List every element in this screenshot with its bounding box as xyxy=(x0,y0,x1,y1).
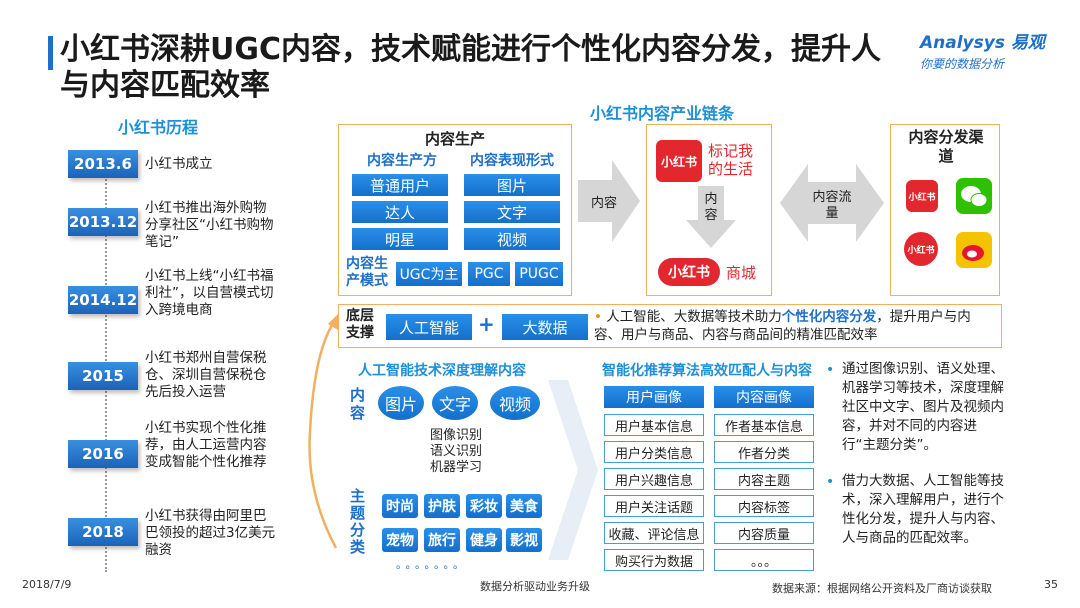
content-label: 内容 xyxy=(350,386,366,422)
mode-item: PGC xyxy=(468,262,510,286)
timeline-year: 2013.12 xyxy=(68,208,138,236)
timeline-text: 小红书推出海外购物分享社区“小红书购物笔记” xyxy=(145,200,274,250)
plus-sign: + xyxy=(478,312,495,336)
topic-tag: 时尚 xyxy=(382,494,418,518)
topic-label: 主题分类 xyxy=(350,487,366,556)
content-profile-head: 内容画像 xyxy=(714,386,814,408)
chevron-right-icon xyxy=(548,380,598,560)
arrow1-label: 内容 xyxy=(590,196,617,211)
producer-item: 达人 xyxy=(352,201,448,223)
analysys-logo: Analysys 易观 你要的数据分析 xyxy=(920,28,1060,72)
timeline-text: 小红书成立 xyxy=(145,156,213,172)
timeline-text: 小红书实现个性化推荐，由人工运营内容变成智能个性化推荐 xyxy=(145,420,267,470)
timeline-text: 小红书上线“小红书福利社”，以自营模式切入跨境电商 xyxy=(145,268,274,318)
title-accent-bar xyxy=(48,36,53,70)
topic-tag: 护肤 xyxy=(424,494,460,518)
tech-item: 语义识别 xyxy=(430,444,483,459)
footer-date: 2018/7/9 xyxy=(22,578,72,591)
mode-label: 内容生产模式 xyxy=(346,256,388,289)
timeline-year: 2013.6 xyxy=(68,150,138,178)
content-type: 文字 xyxy=(432,386,478,420)
timeline-text: 小红书获得由阿里巴巴领投的超过3亿美元融资 xyxy=(145,508,276,558)
user-profile-row: 用户关注话题 xyxy=(604,495,704,517)
mode-item: UGC为主 xyxy=(396,262,462,286)
tech-item: 机器学习 xyxy=(430,460,483,475)
xhs-app-icon-round: 小红书 xyxy=(904,232,938,266)
content-profile-row: 作者分类 xyxy=(714,441,814,463)
content-profile-row: 内容质量 xyxy=(714,522,814,544)
ai-button: 人工智能 xyxy=(386,314,472,340)
topic-tag: 健身 xyxy=(466,528,502,552)
forms-head: 内容表现形式 xyxy=(470,153,554,169)
timeline-year: 2015 xyxy=(68,362,138,390)
weibo-icon xyxy=(956,232,992,268)
wechat-icon xyxy=(956,178,992,214)
form-item: 视频 xyxy=(464,228,560,250)
bullet-text: 通过图像识别、语义处理、机器学习等技术，深度理解社区中文字、图片及视频内容，并对… xyxy=(842,361,1004,453)
content-type: 视频 xyxy=(490,386,540,420)
mall-label: 商城 xyxy=(726,264,757,282)
rec-section-title: 智能化推荐算法高效匹配人与内容 xyxy=(602,363,812,379)
base-text-highlight: 个性化内容分发 xyxy=(781,309,877,325)
curved-arrow-icon xyxy=(308,314,338,549)
right-arrow-icon xyxy=(578,160,640,242)
base-label: 底层支撑 xyxy=(346,308,374,341)
base-text: • 人工智能、大数据等技术助力个性化内容分发，提升用户与内容、用户与商品、内容与… xyxy=(594,309,971,343)
content-profile-row: 内容标签 xyxy=(714,495,814,517)
user-profile-row: 购买行为数据 xyxy=(604,549,704,571)
history-title: 小红书历程 xyxy=(118,118,199,137)
content-profile-row: 内容主题 xyxy=(714,468,814,490)
topic-tag: 影视 xyxy=(506,528,542,552)
bigdata-button: 大数据 xyxy=(502,314,588,340)
tech-item: 图像识别 xyxy=(430,428,483,443)
production-title: 内容生产 xyxy=(424,130,485,148)
bullet-dot: • xyxy=(826,362,835,378)
timeline-year: 2018 xyxy=(68,518,138,546)
base-text-2: ，提升用户与内容、用户与商品、内容与商品间的精准匹配效率 xyxy=(594,309,971,343)
producer-item: 明星 xyxy=(352,228,448,250)
arrow2-label: 内容流量 xyxy=(812,190,852,221)
user-profile-row: 用户分类信息 xyxy=(604,441,704,463)
content-profile-row: 。。。 xyxy=(714,549,814,571)
chain-title: 小红书内容产业链条 xyxy=(590,104,735,123)
form-item: 图片 xyxy=(464,174,560,196)
xhs-app-icon: 小红书 xyxy=(906,180,938,212)
topic-tag: 宠物 xyxy=(382,528,418,552)
content-profile-row: 作者基本信息 xyxy=(714,414,814,436)
bullet-dot: • xyxy=(826,474,835,490)
topic-dots: 。。。。。。。 xyxy=(396,558,468,571)
user-profile-row: 用户基本信息 xyxy=(604,414,704,436)
distribution-title: 内容分发渠道 xyxy=(908,128,984,165)
logo-line2: 你要的数据分析 xyxy=(920,57,1005,71)
logo-line1: Analysys 易观 xyxy=(920,33,1045,53)
topic-tag: 彩妆 xyxy=(466,494,502,518)
producers-head: 内容生产方 xyxy=(367,153,437,169)
timeline-year: 2014.12 xyxy=(68,286,138,314)
mode-item: PUGC xyxy=(515,262,563,286)
page-title: 小红书深耕UGC内容，技术赋能进行个性化内容分发，提升人与内容匹配效率 xyxy=(60,32,882,103)
producer-item: 普通用户 xyxy=(352,174,448,196)
footer-source: 数据来源：根据网络公开资料及厂商访谈获取 xyxy=(772,582,992,595)
ai-section-title: 人工智能技术深度理解内容 xyxy=(358,363,526,379)
xhs-logo: 小红书 xyxy=(656,140,702,182)
timeline-year: 2016 xyxy=(68,440,138,468)
timeline-text: 小红书郑州自营保税仓、深圳自营保税仓先后投入运营 xyxy=(145,350,267,400)
topic-tag: 旅行 xyxy=(424,528,460,552)
down-arrow-label: 内容 xyxy=(704,192,718,223)
form-item: 文字 xyxy=(464,201,560,223)
double-arrow-icon xyxy=(780,164,884,242)
xhs-logo-2: 小红书 xyxy=(658,258,720,286)
user-profile-row: 收藏、评论信息 xyxy=(604,522,704,544)
content-type: 图片 xyxy=(378,386,424,420)
topic-tag: 美食 xyxy=(506,494,542,518)
bullet-text: 借力大数据、人工智能等技术，深入理解用户，进行个性化分发，提升人与内容、人与商品… xyxy=(842,473,1004,546)
down-arrow-icon xyxy=(686,186,736,248)
xhs-slogan: 标记我的生活 xyxy=(708,142,754,178)
user-profile-row: 用户兴趣信息 xyxy=(604,468,704,490)
footer-center: 数据分析驱动业务升级 xyxy=(480,580,590,593)
page-number: 35 xyxy=(1044,578,1058,591)
user-profile-head: 用户画像 xyxy=(604,386,704,408)
base-text-1: 人工智能、大数据等技术助力 xyxy=(606,309,782,325)
